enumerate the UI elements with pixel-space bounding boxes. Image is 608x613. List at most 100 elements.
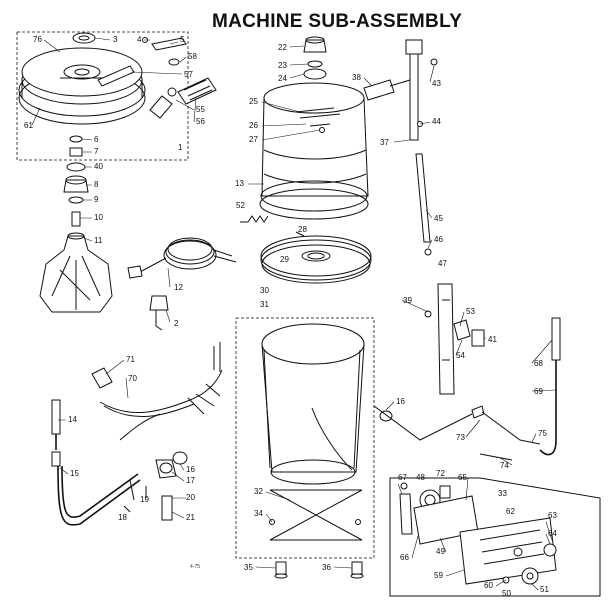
callout-41: 41 <box>488 335 497 344</box>
part-wire-harness-70 <box>91 342 223 441</box>
callout-64: 64 <box>548 529 557 538</box>
part-feet-35-36 <box>274 561 364 579</box>
callout-27: 27 <box>249 135 258 144</box>
callout-25: 25 <box>249 97 258 106</box>
outer-tub-box <box>235 317 375 559</box>
callout-59: 59 <box>434 571 443 580</box>
callout-63: 63 <box>548 511 557 520</box>
callout-55: 55 <box>196 105 205 114</box>
callout-72: 72 <box>436 469 445 478</box>
callout-45: 45 <box>434 214 443 223</box>
callout-18: 18 <box>118 513 127 522</box>
part-coupling-55-56 <box>149 77 217 119</box>
callout-66: 66 <box>400 553 409 562</box>
callout-6: 6 <box>94 135 99 144</box>
callout-26: 26 <box>249 121 258 130</box>
callout-23: 23 <box>278 61 287 70</box>
part-power-cord-12 <box>127 237 237 279</box>
callout-50: 50 <box>502 589 511 598</box>
callout-48: 48 <box>416 473 425 482</box>
callout-5: 5 <box>180 35 185 44</box>
callout-33: 33 <box>498 489 507 498</box>
callout-20: 20 <box>186 493 195 502</box>
part-inner-tub-13 <box>259 82 369 220</box>
part-nut-7 <box>69 147 83 157</box>
callout-21: 21 <box>186 513 195 522</box>
callout-52: 52 <box>236 201 245 210</box>
part-hose-14-15 <box>51 399 141 526</box>
part-spring-52 <box>240 215 269 223</box>
callout-67: 67 <box>398 473 407 482</box>
callout-32: 32 <box>254 487 263 496</box>
callout-65: 65 <box>458 473 467 482</box>
callout-47: 47 <box>438 259 447 268</box>
callout-76: 76 <box>33 35 42 44</box>
callout-14: 14 <box>68 415 77 424</box>
callout-11: 11 <box>94 236 103 245</box>
callout-9: 9 <box>94 195 99 204</box>
part-bracket-4-5 <box>142 37 187 51</box>
callout-51: 51 <box>540 585 549 594</box>
part-rod-43-45 <box>415 58 438 256</box>
callout-74: 74 <box>500 461 509 470</box>
leader-lines <box>31 37 557 591</box>
diagram-title: MACHINE SUB-ASSEMBLY <box>212 11 462 32</box>
callout-68: 68 <box>534 359 543 368</box>
callout-28: 28 <box>298 225 307 234</box>
part-gasket-28-29-30 <box>260 231 372 284</box>
callout-1: 1 <box>178 143 183 152</box>
callout-12: 12 <box>174 283 183 292</box>
callout-35: 35 <box>244 563 253 572</box>
callout-13: 13 <box>235 179 244 188</box>
callout-37: 37 <box>380 138 389 147</box>
part-cap-22-23-24 <box>303 36 327 80</box>
callout-43: 43 <box>432 79 441 88</box>
callout-4: 4 <box>137 35 142 44</box>
part-capacitor-2 <box>149 295 169 331</box>
callout-49: 49 <box>436 547 445 556</box>
callout-56: 56 <box>196 117 205 126</box>
callout-19: 19 <box>140 495 149 504</box>
callout-16b: 16 <box>396 397 405 406</box>
callout-17: 17 <box>186 476 195 485</box>
part-linkage-73-74-75 <box>373 405 541 461</box>
callout-73: 73 <box>456 433 465 442</box>
part-grommet-16b <box>379 410 393 422</box>
callout-34: 34 <box>254 509 263 518</box>
part-washer-6 <box>69 135 83 143</box>
callout-44: 44 <box>432 117 441 126</box>
callout-3: 3 <box>113 35 118 44</box>
callout-29: 29 <box>280 255 289 264</box>
callout-22: 22 <box>278 43 287 52</box>
part-pump-16-17 <box>155 451 188 479</box>
callout-61: 61 <box>24 121 33 130</box>
callout-62: 62 <box>506 507 515 516</box>
pulley-subassembly-box <box>16 31 189 161</box>
footnote-code: 4-75 <box>190 564 200 570</box>
callout-40: 40 <box>94 162 103 171</box>
callout-57: 57 <box>184 70 193 79</box>
part-shaft-37-38 <box>363 39 423 141</box>
part-agitator-11 <box>39 232 113 313</box>
callout-38: 38 <box>352 73 361 82</box>
callout-36: 36 <box>322 563 331 572</box>
callout-39: 39 <box>403 296 412 305</box>
callout-70: 70 <box>128 374 137 383</box>
part-hose-68-69 <box>539 317 561 456</box>
callout-54: 54 <box>456 351 465 360</box>
part-bracket-66-67 <box>399 482 413 535</box>
callout-75: 75 <box>538 429 547 438</box>
callout-60: 60 <box>484 581 493 590</box>
part-switch-41-53-54 <box>424 310 485 347</box>
part-clamps-18-21 <box>123 479 173 521</box>
callout-69: 69 <box>534 387 543 396</box>
callout-2: 2 <box>174 319 179 328</box>
callout-24: 24 <box>278 74 287 83</box>
part-nut-58 <box>168 58 180 66</box>
callout-31: 31 <box>260 300 269 309</box>
part-stack-40-10 <box>63 162 89 227</box>
callout-7: 7 <box>94 147 99 156</box>
callout-46: 46 <box>434 235 443 244</box>
callout-8: 8 <box>94 180 99 189</box>
